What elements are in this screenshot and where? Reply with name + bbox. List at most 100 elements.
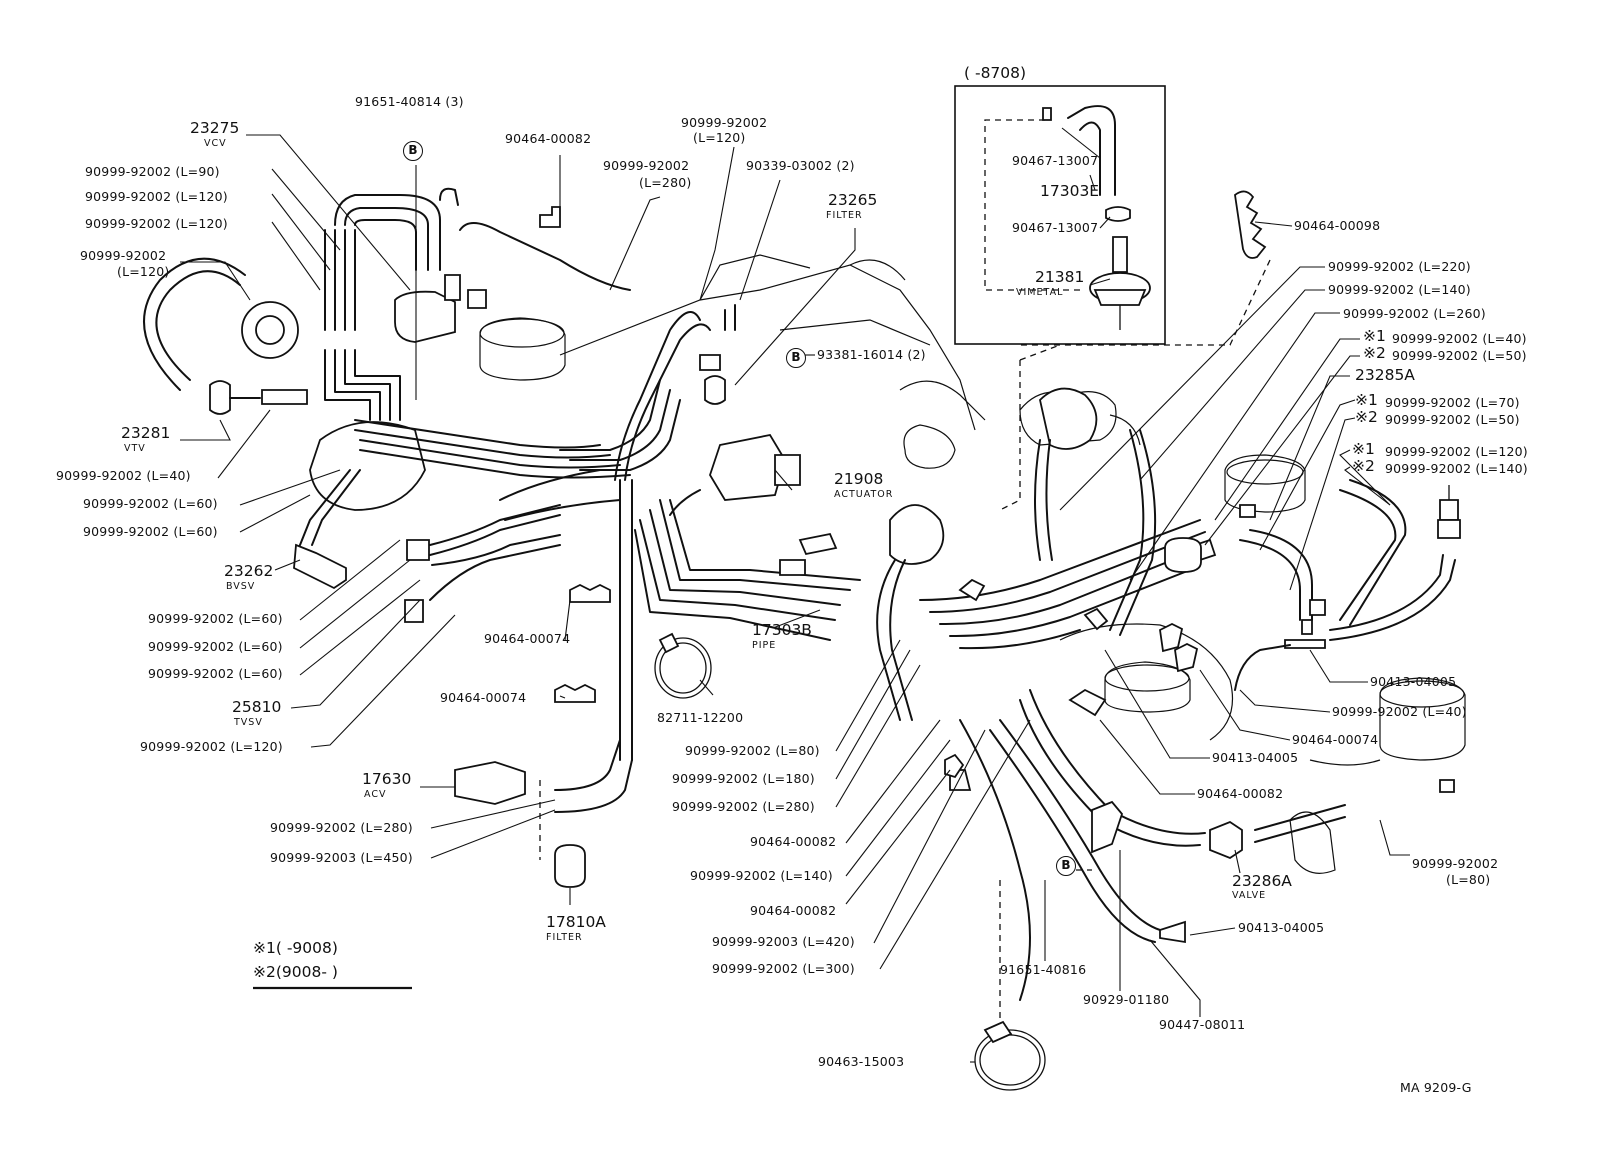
callout-hose-l180: 90999-92002 (L=180) [672,771,815,786]
diagram-code: MA 9209-G [1400,1080,1472,1095]
callout-hose-l50b: 90999-92002 (L=50) [1385,412,1520,427]
callout-hose-l260: 90999-92002 (L=260) [1343,306,1486,321]
callout-hose-top280-part: 90999-92002 [603,158,690,173]
inset-box [954,85,1166,345]
callout-17810a-sub: FILTER [546,932,583,943]
callout-hose-l120c-length: (L=120) [117,264,170,279]
callout-21381: 21381 [1035,268,1085,286]
callout-25810: 25810 [232,698,282,716]
callout-90463-15003: 90463-15003 [818,1054,905,1069]
callout-23281-sub: VTV [124,443,146,454]
callout-hose-l120c-part: 90999-92002 [80,248,167,263]
marker-note2-c: ※2 [1352,457,1375,475]
marker-note2-a: ※2 [1363,344,1386,362]
callout-hose-l60c: 90999-92002 (L=60) [148,611,283,626]
callout-hose-l450: 90999-92003 (L=450) [270,850,413,865]
callout-90467-13007-a: 90467-13007 [1012,153,1099,168]
circle-b-marker-bottom: B [1056,856,1076,876]
callout-hose-l420: 90999-92003 (L=420) [712,934,855,949]
callout-hose-l120d: 90999-92002 (L=120) [140,739,283,754]
callout-93381-16014: 93381-16014 (2) [817,347,926,362]
callout-23285a: 23285A [1355,366,1415,384]
callout-23265: 23265 [828,191,878,209]
callout-hose-l40a: 90999-92002 (L=40) [56,468,191,483]
callout-hose-l80a: 90999-92002 (L=80) [685,743,820,758]
callout-23275-sub: VCV [204,138,227,149]
callout-hose-l60a: 90999-92002 (L=60) [83,496,218,511]
callout-90464-00082-right: 90464-00082 [1197,786,1284,801]
callout-17303e: 17303E [1040,182,1100,200]
callout-91651-40816: 91651-40816 [1000,962,1087,977]
callout-90464-00074b: 90464-00074 [440,690,527,705]
callout-hose-l70: 90999-92002 (L=70) [1385,395,1520,410]
leader-lines [180,127,1410,1063]
callout-hose-l80b-part: 90999-92002 [1412,856,1499,871]
right-hose-group [876,190,1461,1091]
callout-91651-40814: 91651-40814 (3) [355,94,464,109]
callout-hose-top280-length: (L=280) [639,175,692,190]
callout-hose-l40b: 90999-92002 (L=40) [1392,331,1527,346]
callout-90929-01180: 90929-01180 [1083,992,1170,1007]
callout-hose-l80b-length: (L=80) [1446,872,1491,887]
callout-23265-sub: FILTER [826,210,863,221]
legend-note-1: ※1( -9008) [253,939,338,957]
callout-hose-top120-part: 90999-92002 [681,115,768,130]
marker-note1-a: ※1 [1363,327,1386,345]
callout-hose-l50a: 90999-92002 (L=50) [1392,348,1527,363]
callout-23262-sub: BVSV [226,581,256,592]
marker-note1-b: ※1 [1355,391,1378,409]
circle-b-marker-middle: B [786,348,806,368]
callout-23262: 23262 [224,562,274,580]
callout-hose-l60e: 90999-92002 (L=60) [148,666,283,681]
callout-hose-top120-length: (L=120) [693,130,746,145]
callout-90413-04005-b: 90413-04005 [1212,750,1299,765]
callout-17303b: 17303B [752,621,812,639]
callout-90464-00082-mid: 90464-00082 [750,834,837,849]
callout-hose-l60b: 90999-92002 (L=60) [83,524,218,539]
inset-title: ( -8708) [964,64,1027,82]
callout-25810-sub: TVSV [234,717,263,728]
callout-17810a: 17810A [546,913,606,931]
callout-90413-04005-c: 90413-04005 [1238,920,1325,935]
callout-21381-sub: VIMETAL [1016,287,1064,298]
callout-90464-00082-low: 90464-00082 [750,903,837,918]
callout-hose-l280b: 90999-92002 (L=280) [672,799,815,814]
legend-note-2: ※2(9008- ) [253,963,338,981]
callout-hose-l220: 90999-92002 (L=220) [1328,259,1471,274]
callout-90464-00074a: 90464-00074 [484,631,571,646]
callout-hose-l60d: 90999-92002 (L=60) [148,639,283,654]
callout-23286a-sub: VALVE [1232,890,1267,901]
callout-90447-08011: 90447-08011 [1159,1017,1246,1032]
callout-23286a: 23286A [1232,872,1292,890]
marker-note1-c: ※1 [1352,440,1375,458]
left-hose-group [143,187,861,888]
callout-90339-03002: 90339-03002 (2) [746,158,855,173]
callout-hose-l140a: 90999-92002 (L=140) [690,868,833,883]
callout-17630: 17630 [362,770,412,788]
callout-hose-l40c: 90999-92002 (L=40) [1332,704,1467,719]
callout-hose-l120b: 90999-92002 (L=120) [85,216,228,231]
callout-hose-l90: 90999-92002 (L=90) [85,164,220,179]
callout-21908-sub: ACTUATOR [834,489,894,500]
callout-hose-l140c: 90999-92002 (L=140) [1385,461,1528,476]
callout-82711-12200: 82711-12200 [657,710,744,725]
callout-17303b-sub: PIPE [752,640,777,651]
callout-90464-00074c: 90464-00074 [1292,732,1379,747]
callout-23275: 23275 [190,119,240,137]
callout-hose-l120e: 90999-92002 (L=120) [1385,444,1528,459]
callout-23281: 23281 [121,424,171,442]
callout-90464-00082-top: 90464-00082 [505,131,592,146]
callout-hose-l120a: 90999-92002 (L=120) [85,189,228,204]
callout-21908: 21908 [834,470,884,488]
callout-90467-13007-b: 90467-13007 [1012,220,1099,235]
circle-b-marker-top: B [403,141,423,161]
marker-note2-b: ※2 [1355,408,1378,426]
callout-17630-sub: ACV [364,789,387,800]
callout-90413-04005-a: 90413-04005 [1370,674,1457,689]
callout-hose-l300: 90999-92002 (L=300) [712,961,855,976]
callout-hose-l140b: 90999-92002 (L=140) [1328,282,1471,297]
callout-90464-00098: 90464-00098 [1294,218,1381,233]
callout-hose-l280a: 90999-92002 (L=280) [270,820,413,835]
